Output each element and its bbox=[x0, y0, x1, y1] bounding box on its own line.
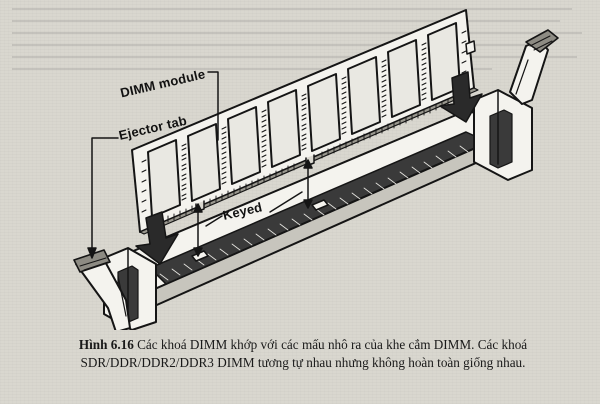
figure-caption: Hình 6.16 Các khoá DIMM khớp với các mấu… bbox=[38, 336, 568, 372]
module-side-notch bbox=[465, 40, 476, 55]
ejector-tab-left bbox=[73, 249, 131, 330]
socket-right-post-edge bbox=[497, 89, 533, 165]
caption-text: Các khoá DIMM khớp với các mấu nhô ra củ… bbox=[80, 337, 528, 370]
ejector-tab-right bbox=[509, 29, 559, 105]
callout-lines bbox=[87, 71, 313, 259]
socket-key-right bbox=[311, 199, 329, 211]
socket-right-post-slot bbox=[489, 109, 513, 169]
label-dimm-module: DIMM module bbox=[119, 66, 207, 100]
chip-pins bbox=[141, 30, 467, 213]
socket-contacts bbox=[159, 145, 469, 281]
insert-arrow-right bbox=[439, 71, 483, 123]
insert-arrow-left bbox=[135, 211, 179, 265]
dimm-installation-figure: DIMM module Ejector tab Keyed bbox=[73, 9, 559, 330]
figure-number: Hình 6.16 bbox=[78, 337, 134, 352]
